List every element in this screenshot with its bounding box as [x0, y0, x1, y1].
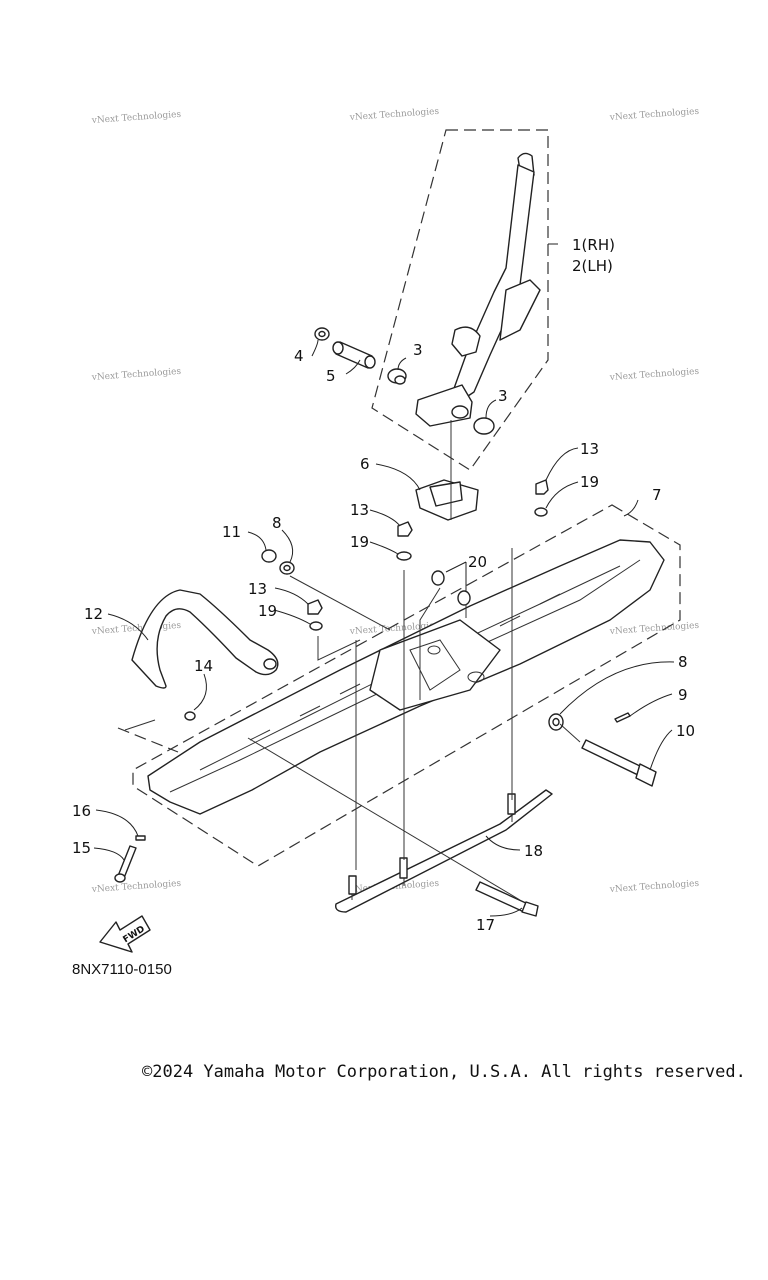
- watermark: vNext Technologies: [609, 879, 700, 895]
- callout-19-left: 19: [258, 602, 277, 620]
- washer-19-center: [396, 551, 412, 561]
- callout-8-lower: 8: [678, 653, 688, 671]
- callout-18: 18: [524, 842, 543, 860]
- callout-16: 16: [72, 802, 91, 820]
- callout-1: 1(RH): [572, 236, 615, 254]
- nut-13-right: [535, 479, 549, 495]
- runner-18: [335, 789, 553, 913]
- copyright-notice: ©2024 Yamaha Motor Corporation, U.S.A. A…: [142, 1062, 746, 1082]
- washer-19-left: [309, 621, 323, 631]
- watermark: vNext Technologies: [91, 879, 182, 895]
- watermark: vNext Technologies: [609, 107, 700, 123]
- leader-lines: [93, 243, 675, 917]
- nut-13-left: [307, 599, 323, 615]
- bushing-upper: [387, 368, 407, 385]
- callout-12: 12: [84, 605, 103, 623]
- callout-13-left: 13: [248, 580, 267, 598]
- callouts: 1(RH) 2(LH) 3 3 4 5 6 7 8 8 9 10 11 12 1…: [72, 236, 695, 934]
- bolt-17: [475, 881, 539, 917]
- bolt-15: [114, 845, 137, 883]
- callout-13-right: 13: [580, 440, 599, 458]
- washer-8-upper: [279, 561, 295, 575]
- watermark: vNext Technologies: [609, 367, 700, 383]
- nut-11: [261, 549, 277, 563]
- watermark: vNext Technologies: [91, 110, 182, 126]
- watermark: vNext Technologies: [349, 107, 440, 123]
- callout-19-right: 19: [580, 473, 599, 491]
- washer-8-lower: [548, 713, 564, 731]
- diagram-code: 8NX7110-0150: [72, 961, 172, 978]
- callout-4: 4: [294, 347, 304, 365]
- washer-19-right: [534, 507, 548, 517]
- nut-14: [184, 711, 196, 721]
- spindle-group-outline: [371, 129, 549, 471]
- bushing-20: [431, 570, 471, 606]
- fwd-arrow-icon: FWD: [99, 915, 151, 953]
- callout-9: 9: [678, 686, 688, 704]
- ski-handle: [131, 589, 279, 689]
- callout-10: 10: [676, 722, 695, 740]
- callout-20: 20: [468, 553, 487, 571]
- callout-8-upper: 8: [272, 514, 282, 532]
- damper: [415, 479, 479, 521]
- callout-3-upper: 3: [413, 341, 423, 359]
- shaft: [332, 341, 376, 369]
- callout-19-center: 19: [350, 533, 369, 551]
- spindle: [415, 152, 541, 427]
- callout-2: 2(LH): [572, 257, 613, 275]
- ski-group-outline: [132, 504, 681, 867]
- callout-15: 15: [72, 839, 91, 857]
- pin-16: [135, 835, 146, 841]
- callout-13-center: 13: [350, 501, 369, 519]
- ski-handle-outline: [117, 727, 179, 753]
- watermark: vNext Technologies: [91, 367, 182, 383]
- callout-14: 14: [194, 657, 213, 675]
- callout-11: 11: [222, 523, 241, 541]
- bushing-lower: [473, 417, 495, 435]
- nut-13-center: [397, 521, 413, 537]
- callout-3-lower: 3: [498, 387, 508, 405]
- assembly-lines: [124, 420, 581, 901]
- bolt-10: [581, 739, 657, 787]
- washer: [314, 327, 330, 341]
- callout-7: 7: [652, 486, 662, 504]
- callout-5: 5: [326, 367, 336, 385]
- callout-17: 17: [476, 916, 495, 934]
- watermark: vNext Technologies: [91, 621, 182, 637]
- cotter-pin-9: [614, 712, 631, 723]
- callout-6: 6: [360, 455, 370, 473]
- ski: [147, 539, 665, 815]
